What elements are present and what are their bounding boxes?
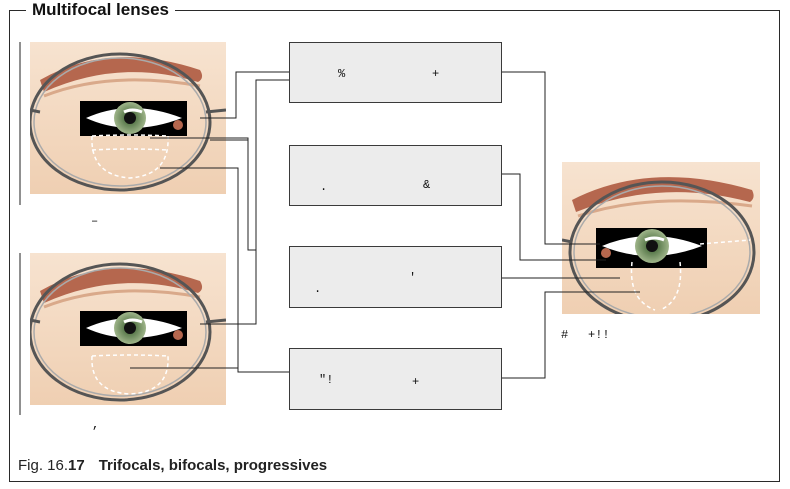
caption-title: Trifocals, bifocals, progressives bbox=[98, 457, 328, 474]
info-box-1-left-glyph: % bbox=[338, 67, 346, 81]
info-box-4-left-glyph: "! bbox=[319, 373, 334, 387]
caption-number-bold: 17 bbox=[68, 457, 85, 474]
connector-box1-a bbox=[200, 71, 289, 119]
right-eye-label-b: +!! bbox=[588, 328, 610, 342]
info-box-4: "! + bbox=[289, 348, 502, 410]
eye-illustration-trifocal bbox=[30, 42, 226, 194]
info-box-3-left-glyph: . bbox=[314, 282, 322, 296]
figure-frame bbox=[9, 10, 780, 482]
info-box-2: . & bbox=[289, 145, 502, 206]
info-box-1-right-glyph: + bbox=[432, 67, 440, 81]
figure-caption: Fig. 16.17 Trifocals, bifocals, progressi… bbox=[18, 457, 327, 474]
connector-box2-b bbox=[160, 167, 289, 373]
connector-box4-right bbox=[502, 291, 640, 379]
info-box-2-left-glyph: . bbox=[320, 180, 328, 194]
info-box-1: % + bbox=[289, 42, 502, 103]
eye-illustration-bifocal bbox=[30, 253, 226, 405]
figure-heading: Multifocal lenses bbox=[26, 0, 175, 20]
info-box-2-right-glyph: & bbox=[423, 178, 431, 192]
connector-bottom-eye-a bbox=[200, 90, 257, 325]
info-box-3: . ' bbox=[289, 246, 502, 308]
info-box-3-right-glyph: ' bbox=[409, 271, 417, 285]
info-box-4-right-glyph: + bbox=[412, 375, 420, 389]
caption-prefix: Fig. 16. bbox=[18, 457, 69, 474]
connector-box2-right bbox=[502, 173, 606, 261]
right-eye-label-a: # bbox=[561, 328, 569, 342]
connector-box1-right bbox=[502, 71, 600, 245]
top-eye-label: – bbox=[91, 214, 99, 228]
eye-illustration-progressive bbox=[562, 162, 760, 314]
connector-lines bbox=[130, 71, 640, 379]
caption-number: Fig. 16.17 bbox=[18, 457, 85, 474]
connector-box1-b bbox=[150, 79, 289, 251]
bottom-eye-label: , bbox=[92, 418, 100, 432]
